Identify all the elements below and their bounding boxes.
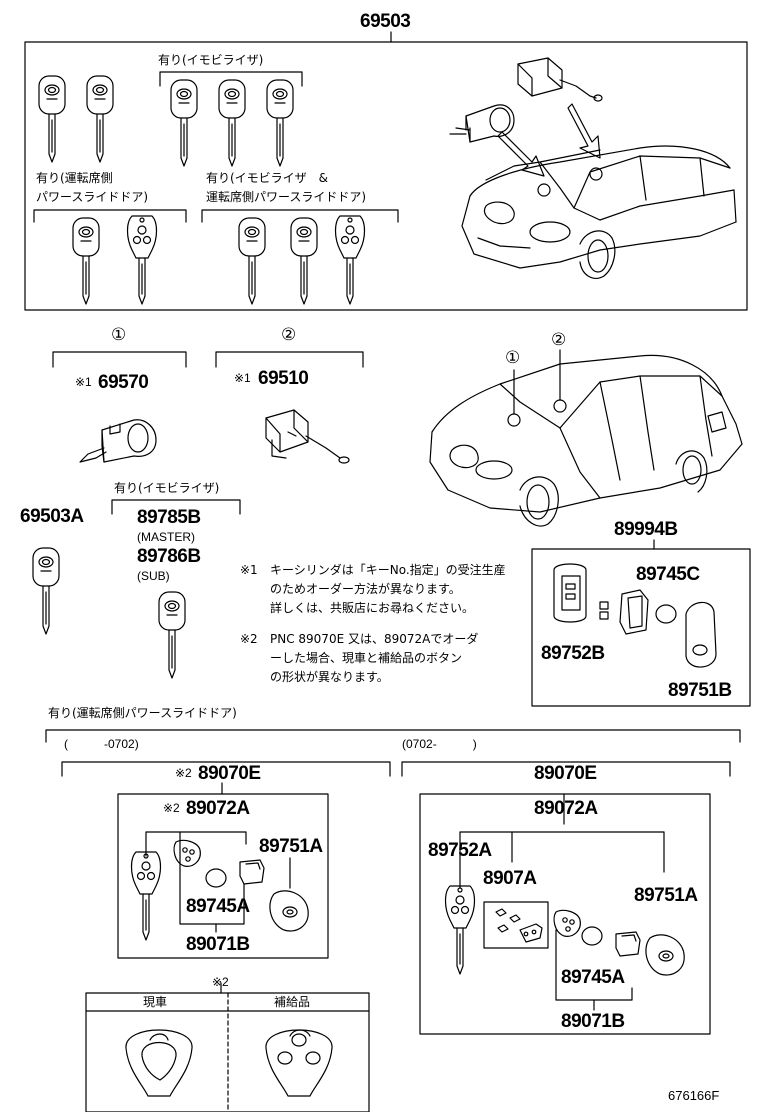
label-driver-psd-2: パワースライドドア): [36, 190, 149, 204]
note-1-mark: ※1: [240, 563, 258, 577]
label-driver-psd-full: 有り(運転席側パワースライドドア): [48, 706, 237, 720]
label-sub: (SUB): [137, 569, 170, 583]
part-89752B: 89752B: [541, 643, 605, 664]
part-8907A: 8907A: [483, 868, 537, 889]
label-driver-psd-1: 有り(運転席側: [36, 171, 113, 185]
part-89786B: 89786B: [137, 546, 201, 567]
label-period-right: (0702- ): [402, 737, 477, 751]
circle-mark-1-car: ①: [505, 348, 521, 368]
note-1-line3: 詳しくは、共販店にお尋ねください。: [270, 601, 475, 615]
label-immob-psd-2: 運転席側パワースライドドア): [206, 190, 367, 204]
label-master: (MASTER): [137, 530, 195, 544]
part-89751A-left: 89751A: [259, 836, 323, 857]
part-69570: 69570: [98, 372, 149, 393]
note-1-line1: キーシリンダは「キーNo.指定」の受注生産: [270, 563, 506, 577]
part-89072A-right: 89072A: [534, 798, 598, 819]
note-mark-89070E: ※2: [175, 766, 192, 780]
part-89752A: 89752A: [428, 840, 492, 861]
part-89751B: 89751B: [668, 680, 732, 701]
part-89745C: 89745C: [636, 564, 700, 585]
note-2-mark: ※2: [240, 632, 258, 646]
table-header-current: 現車: [143, 995, 168, 1009]
table-header-supply: 補給品: [274, 995, 311, 1009]
note-2-line1: PNC 89070E 又は、89072Aでオーダ: [270, 632, 479, 646]
part-89745A-left: 89745A: [186, 896, 250, 917]
part-89745A-right: 89745A: [561, 967, 625, 988]
part-89751A-right: 89751A: [634, 885, 698, 906]
note-2-line2: ーした場合、現車と補給品のボタン: [270, 651, 463, 665]
circle-mark-2: ②: [281, 325, 297, 345]
part-89071B-right: 89071B: [561, 1011, 625, 1032]
part-89072A-left: 89072A: [186, 798, 250, 819]
part-89785B: 89785B: [137, 507, 201, 528]
part-89070E-right: 89070E: [534, 763, 597, 784]
label-immobilizer-2: 有り(イモビライザ): [114, 481, 220, 495]
circle-mark-2-car: ②: [551, 330, 567, 350]
part-69503A: 69503A: [20, 506, 84, 527]
note-mark-89072A: ※2: [163, 801, 180, 815]
part-89994B: 89994B: [614, 519, 678, 540]
diagram-code: 676166F: [668, 1088, 720, 1103]
circle-mark-1: ①: [111, 325, 127, 345]
label-immob-psd-1: 有り(イモビライザ &: [206, 171, 329, 185]
part-69503: 69503: [360, 11, 411, 32]
note-mark-table: ※2: [212, 975, 229, 989]
part-89070E-left: 89070E: [198, 763, 261, 784]
label-period-left: ( -0702): [64, 737, 139, 751]
part-69510: 69510: [258, 368, 309, 389]
note-mark-69570: ※1: [75, 375, 92, 389]
note-mark-69510: ※1: [234, 371, 251, 385]
part-89071B-left: 89071B: [186, 934, 250, 955]
note-1-line2: のためオーダー方法が異なります。: [270, 582, 461, 596]
note-2-line3: の形状が異なります。: [270, 670, 389, 684]
label-immobilizer: 有り(イモビライザ): [158, 53, 264, 67]
